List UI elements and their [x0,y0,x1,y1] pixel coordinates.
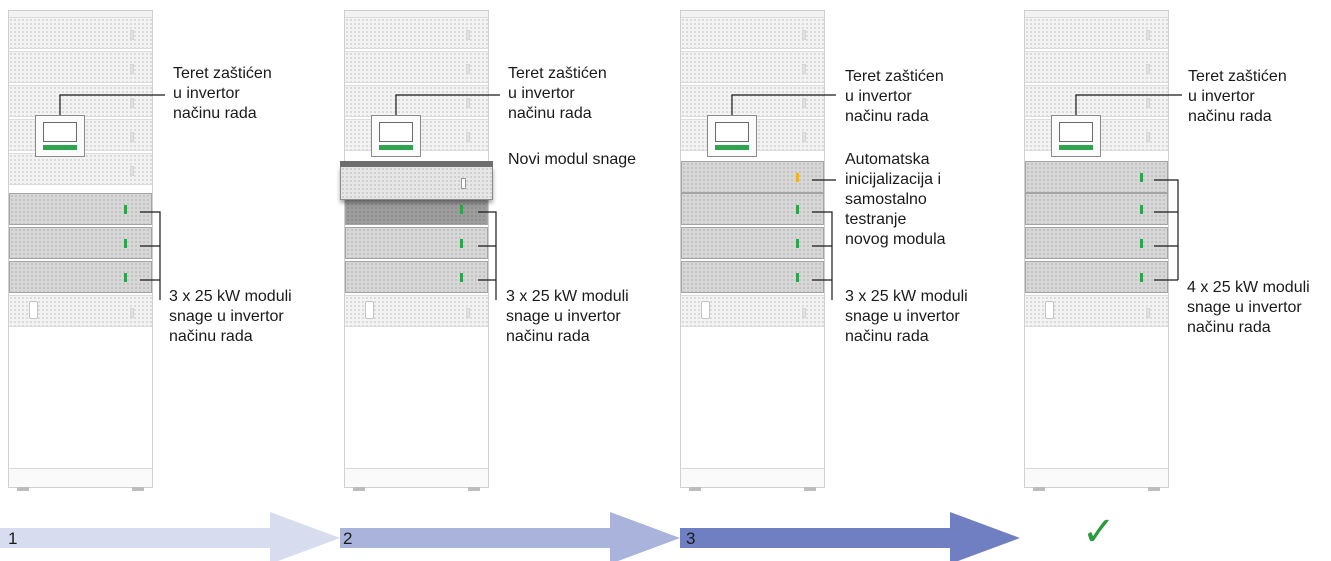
breaker-slot [701,301,710,319]
status-led [124,273,127,282]
ups-cabinet-1 [8,10,153,491]
power-module [345,227,488,259]
arrow-step-1 [0,512,340,561]
step-number-3: 3 [686,529,696,548]
modules-label: 4 x 25 kW moduli snage u invertor načinu… [1187,279,1310,336]
status-led [1140,239,1143,248]
power-module [9,193,152,225]
power-module [681,261,824,293]
breaker-slot [1045,301,1054,319]
status-led [1140,173,1143,182]
status-led [460,273,463,282]
status-led [796,239,799,248]
ups-cabinet-3 [680,10,825,491]
load-protected-label: Teret zaštićen u invertor načinu rada [173,65,272,122]
step-number-1: 1 [8,529,18,548]
breaker-slot [365,301,374,319]
modules-label: 3 x 25 kW moduli snage u invertor načinu… [506,288,629,345]
blank-slot [1025,17,1168,49]
power-module [681,193,824,225]
power-module [9,261,152,293]
breaker-slot [29,301,38,319]
status-led [124,205,127,214]
blank-slot [9,85,152,117]
blank-slot [9,17,152,49]
power-module [1025,261,1168,293]
checkmark-icon: ✓ [1082,510,1116,554]
cabinet-base [9,468,152,487]
status-led [796,173,799,182]
power-module [1025,227,1168,259]
battery-slot [1025,295,1168,327]
modules-label: 3 x 25 kW moduli snage u invertor načinu… [169,288,292,345]
blank-slot [1025,51,1168,83]
power-module [1025,193,1168,225]
status-led [796,205,799,214]
load-protected-label: Teret zaštićen u invertor načinu rada [845,68,944,125]
status-led [461,178,466,189]
blank-slot [345,17,488,49]
status-led [460,205,463,214]
blank-slot [681,85,824,117]
load-protected-label: Teret zaštićen u invertor načinu rada [1188,68,1287,125]
arrow-step-2 [340,512,680,561]
blank-slot [9,153,152,185]
power-module-initializing [681,161,824,193]
modules-label: 3 x 25 kW moduli snage u invertor načinu… [845,288,968,345]
new-module-label: Novi modul snage [508,151,637,168]
blank-slot [345,51,488,83]
power-module [1025,161,1168,193]
self-test-label: Automatska inicijalizacija i samostalno … [845,151,946,248]
control-panel [707,115,757,157]
status-led [1140,273,1143,282]
step-number-2: 2 [343,529,353,548]
ups-cabinet-2 [340,10,493,491]
status-led [796,273,799,282]
control-panel [35,115,85,157]
blank-slot [9,51,152,83]
control-panel [1051,115,1101,157]
control-panel [371,115,421,157]
blank-slot [681,51,824,83]
power-module [9,227,152,259]
status-led [124,239,127,248]
status-led [460,239,463,248]
arrow-step-3 [680,512,1020,561]
load-protected-label: Teret zaštićen u invertor načinu rada [508,65,607,122]
new-power-module [340,161,493,200]
power-module [681,227,824,259]
blank-slot [681,17,824,49]
ups-cabinet-4 [1024,10,1169,491]
status-led [1140,205,1143,214]
power-module [345,261,488,293]
